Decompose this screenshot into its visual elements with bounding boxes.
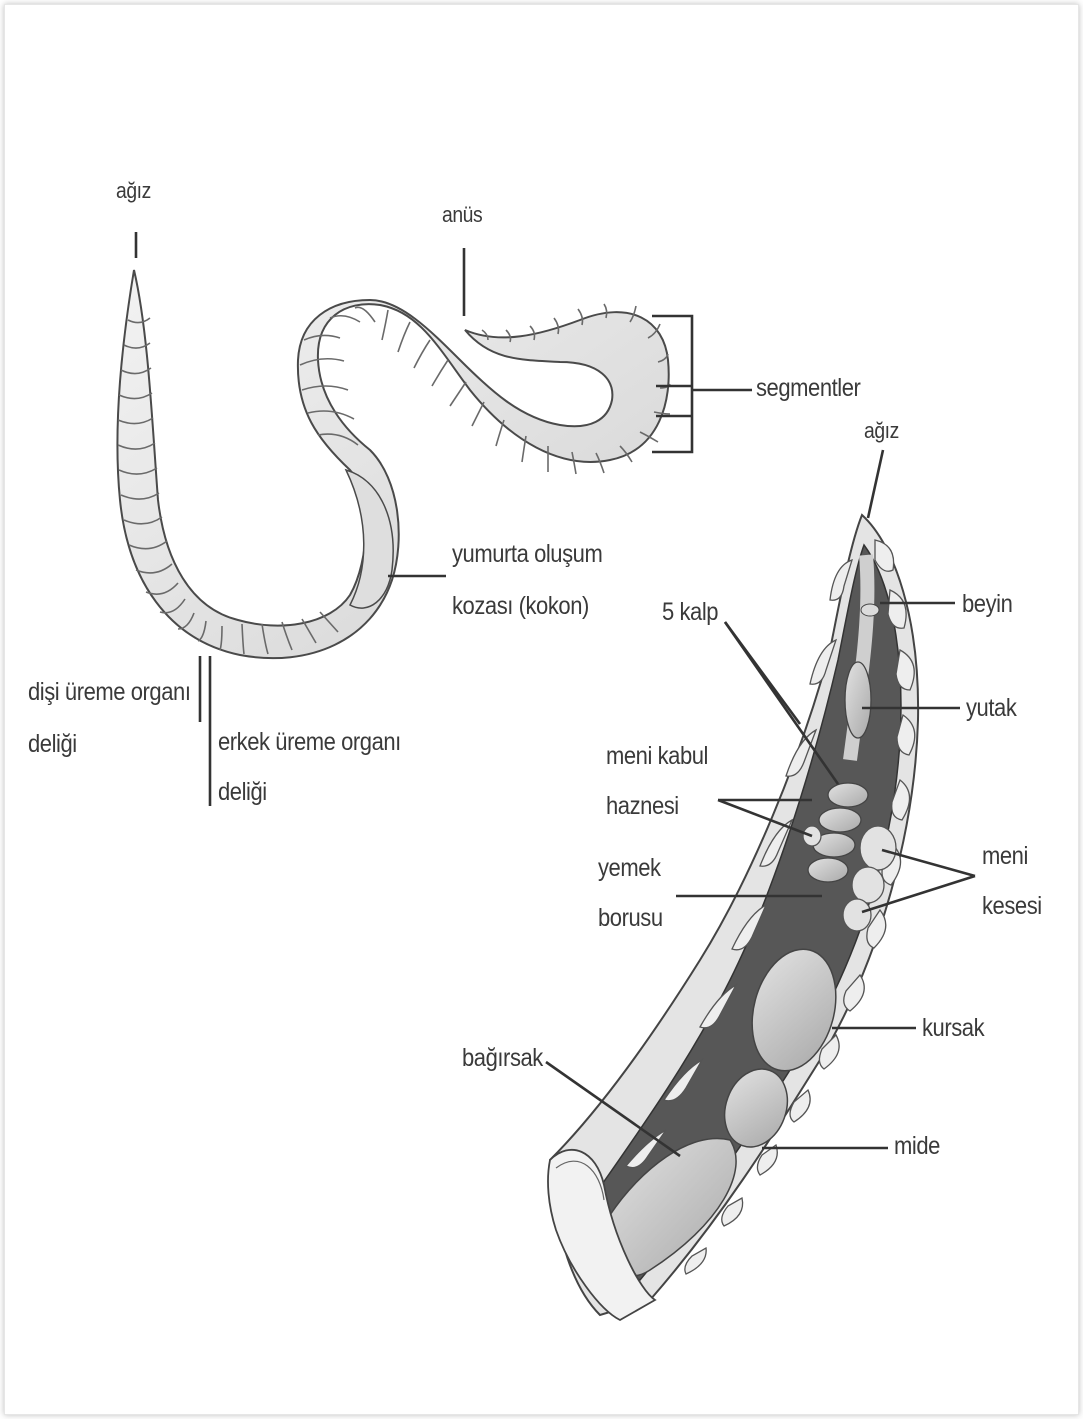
label-meni-kabul-line1: meni kabul xyxy=(606,740,708,773)
label-disi-line2: deliği xyxy=(28,728,77,761)
label-bagirsak: bağırsak xyxy=(462,1042,543,1075)
label-yumurta-line1: yumurta oluşum xyxy=(452,538,602,571)
label-kalp: 5 kalp xyxy=(662,596,718,629)
label-agiz-top: ağız xyxy=(116,174,151,207)
label-erkek-line1: erkek üreme organı xyxy=(218,726,401,759)
label-agiz-right: ağız xyxy=(864,414,899,447)
label-yumurta-line2: kozası (kokon) xyxy=(452,590,589,623)
label-yutak: yutak xyxy=(966,692,1016,725)
label-beyin: beyin xyxy=(962,588,1012,621)
label-erkek-line2: deliği xyxy=(218,776,267,809)
pharynx xyxy=(845,662,871,738)
label-anus: anüs xyxy=(442,198,482,231)
label-meni-kesesi-line1: meni xyxy=(982,840,1028,873)
label-yemek-line1: yemek xyxy=(598,852,661,885)
label-segmentler: segmentler xyxy=(756,372,860,405)
label-mide: mide xyxy=(894,1130,940,1163)
brain xyxy=(861,604,879,616)
label-disi-line1: dişi üreme organı xyxy=(28,676,190,709)
label-meni-kesesi-line2: kesesi xyxy=(982,890,1042,923)
label-meni-kabul-line2: haznesi xyxy=(606,790,679,823)
leader-agiz-right xyxy=(868,450,883,518)
label-yemek-line2: borusu xyxy=(598,902,663,935)
label-kursak: kursak xyxy=(922,1012,984,1045)
